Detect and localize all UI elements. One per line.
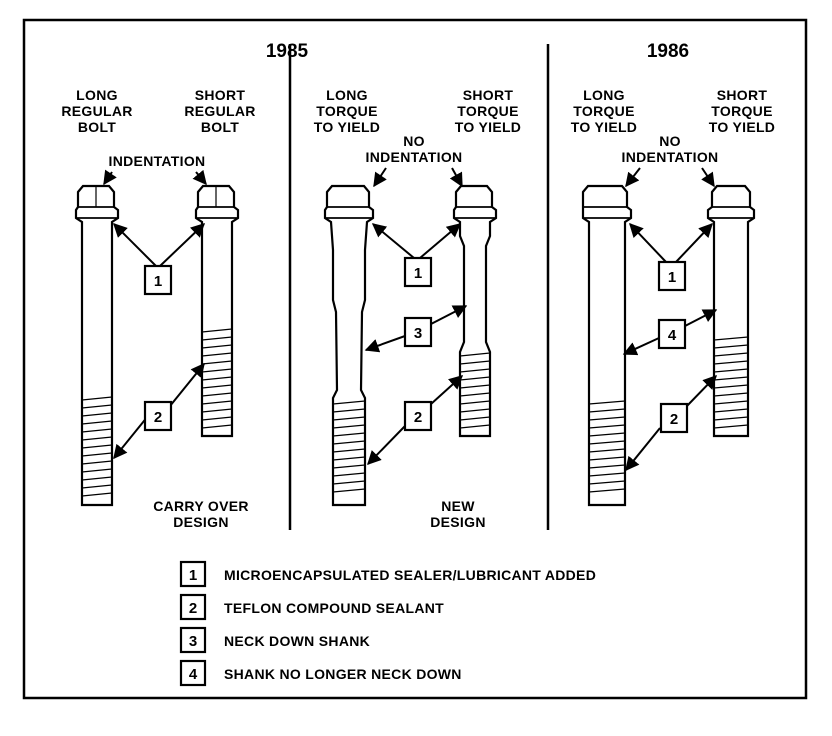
bolt-short-tty-1986 [706,184,756,438]
svg-text:LONG: LONG [326,87,368,103]
label-short-regular-bolt: SHORT REGULAR BOLT [184,87,255,135]
outer-border [22,18,808,700]
callout-2-panel-1985-regular: 2 [113,362,205,460]
label-short-tty-1985: SHORT TORQUE TO YIELD [455,87,521,135]
svg-text:TO YIELD: TO YIELD [571,119,637,135]
svg-text:TORQUE: TORQUE [573,103,634,119]
legend-item-3: 3 NECK DOWN SHANK [179,626,370,654]
svg-text:TORQUE: TORQUE [711,103,772,119]
svg-text:TO YIELD: TO YIELD [455,119,521,135]
bolt-short-regular [194,184,240,438]
svg-text:2: 2 [189,600,197,617]
svg-text:4: 4 [668,327,677,344]
label-new-design: NEW DESIGN [430,498,485,530]
svg-text:TEFLON COMPOUND SEALANT: TEFLON COMPOUND SEALANT [224,600,444,616]
callout-2-panel-1985-tty: 2 [367,375,464,466]
legend-item-1: 1 MICROENCAPSULATED SEALER/LUBRICANT ADD… [179,560,596,588]
svg-text:2: 2 [154,409,162,426]
bolt-long-regular [74,184,120,507]
svg-text:INDENTATION: INDENTATION [622,149,719,165]
svg-text:SHANK NO LONGER NECK DOWN: SHANK NO LONGER NECK DOWN [224,666,462,682]
svg-text:CARRY OVER: CARRY OVER [153,498,249,514]
svg-text:DESIGN: DESIGN [173,514,228,530]
callout-2-panel-1986: 2 [625,374,717,472]
svg-text:1: 1 [189,567,197,584]
bolt-long-tty-1986 [581,184,633,507]
svg-text:SHORT: SHORT [463,87,514,103]
svg-text:BOLT: BOLT [78,119,116,135]
label-short-tty-1986: SHORT TORQUE TO YIELD [709,87,775,135]
svg-text:LONG: LONG [583,87,625,103]
svg-text:2: 2 [670,411,678,428]
svg-text:TO YIELD: TO YIELD [314,119,380,135]
svg-text:2: 2 [414,409,422,426]
svg-text:NEW: NEW [441,498,475,514]
label-no-indentation-1985: NO INDENTATION [366,133,463,165]
svg-text:REGULAR: REGULAR [61,103,132,119]
svg-text:MICROENCAPSULATED SEALER/LUBR: MICROENCAPSULATED SEALER/LUBRICANT ADDED [224,567,596,583]
label-carry-over-design: CARRY OVER DESIGN [153,498,249,530]
callout-1-panel-1985-tty: 1 [371,223,462,288]
callout-3-panel-1985-tty: 3 [364,305,468,353]
callout-4-panel-1986: 4 [622,309,718,356]
svg-text:1: 1 [414,265,422,282]
svg-text:REGULAR: REGULAR [184,103,255,119]
svg-text:NO: NO [403,133,425,149]
legend-item-4: 4 SHANK NO LONGER NECK DOWN [179,659,462,687]
svg-text:TO YIELD: TO YIELD [709,119,775,135]
svg-text:DESIGN: DESIGN [430,514,485,530]
svg-text:3: 3 [189,633,197,650]
callout-1-panel-1985-regular: 1 [113,223,206,296]
label-long-tty-1985: LONG TORQUE TO YIELD [314,87,380,135]
indentation-pointers [103,167,715,188]
legend: 1 MICROENCAPSULATED SEALER/LUBRICANT ADD… [179,560,596,687]
label-long-regular-bolt: LONG REGULAR BOLT [61,87,132,135]
svg-text:1: 1 [668,269,676,286]
bolt-long-tty-1985 [323,184,375,507]
bolt-short-tty-1985 [452,184,498,438]
svg-text:BOLT: BOLT [201,119,239,135]
label-long-tty-1986: LONG TORQUE TO YIELD [571,87,637,135]
svg-text:NECK DOWN SHANK: NECK DOWN SHANK [224,633,370,649]
svg-text:1: 1 [154,273,162,290]
label-indentation: INDENTATION [109,153,206,169]
svg-text:3: 3 [414,325,422,342]
label-no-indentation-1986: NO INDENTATION [622,133,719,165]
svg-text:NO: NO [659,133,681,149]
svg-text:TORQUE: TORQUE [457,103,518,119]
svg-text:INDENTATION: INDENTATION [366,149,463,165]
year-1985: 1985 [266,41,309,62]
svg-text:TORQUE: TORQUE [316,103,377,119]
svg-text:4: 4 [189,666,198,683]
year-1986: 1986 [647,41,689,62]
legend-item-2: 2 TEFLON COMPOUND SEALANT [179,593,444,621]
svg-text:LONG: LONG [76,87,118,103]
svg-text:SHORT: SHORT [195,87,246,103]
callout-1-panel-1986: 1 [629,222,713,292]
svg-text:SHORT: SHORT [717,87,768,103]
